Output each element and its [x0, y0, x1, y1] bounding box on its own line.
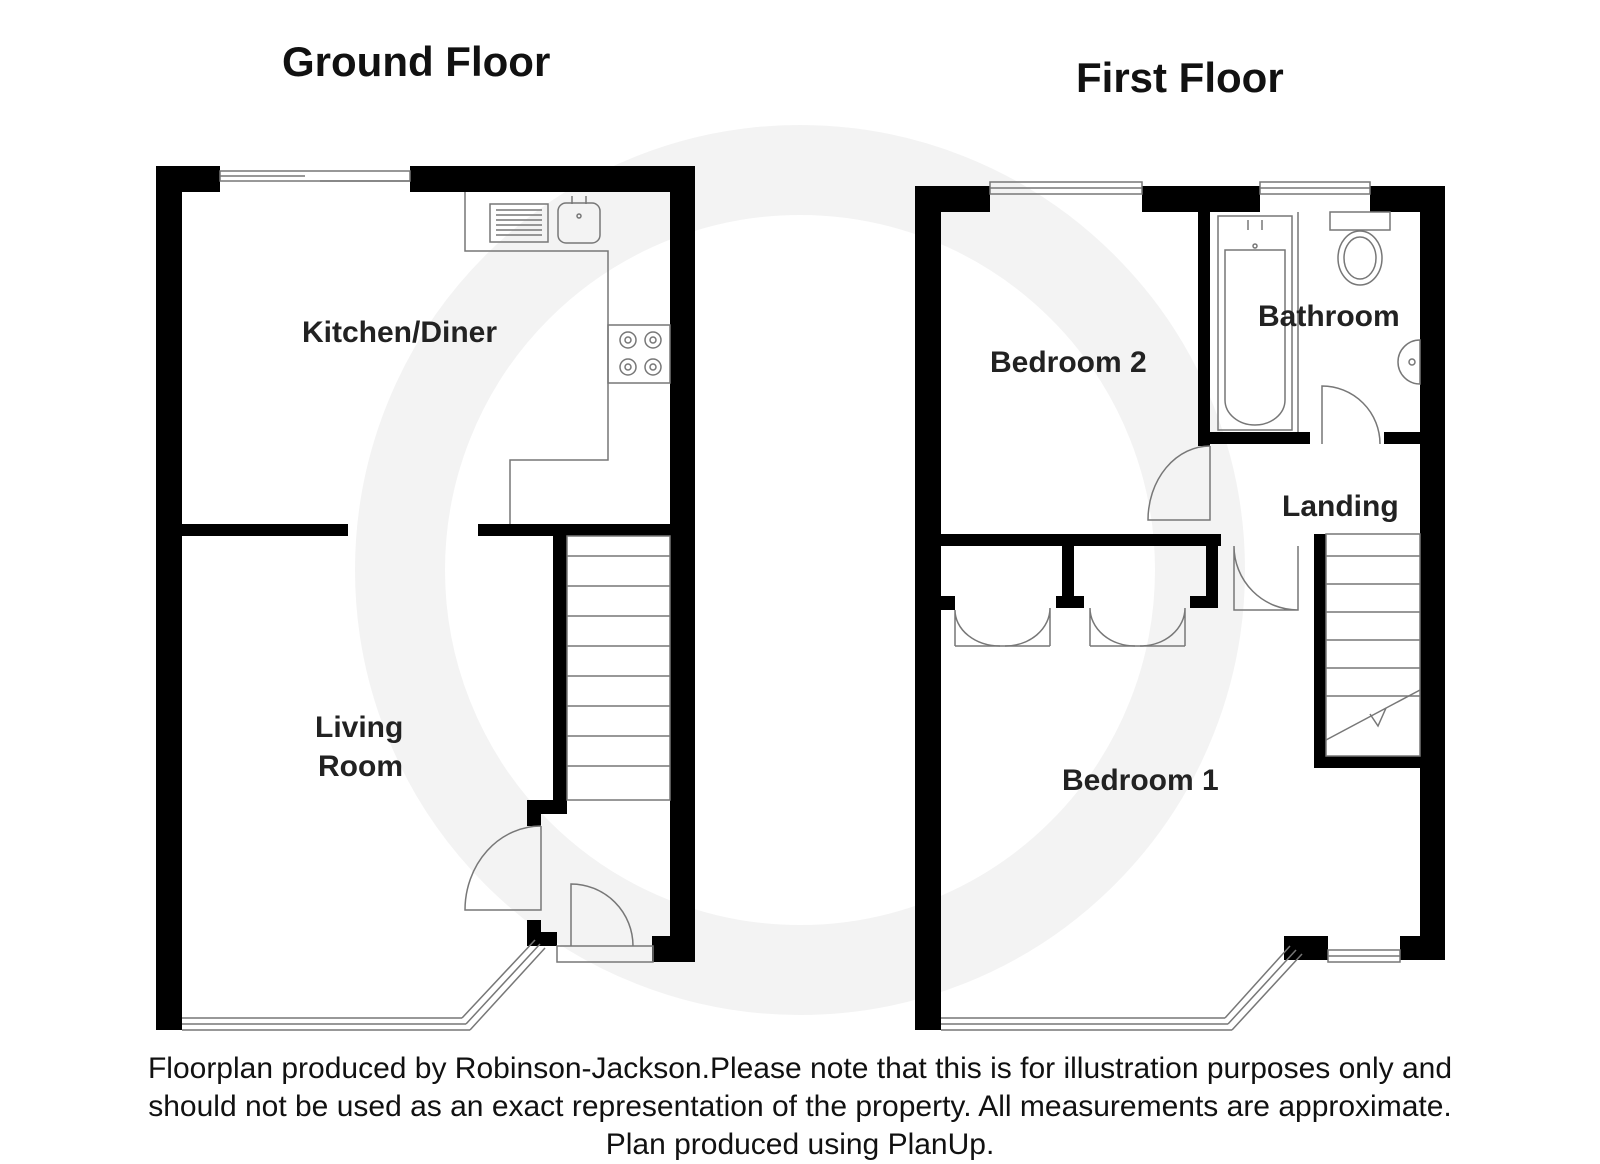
first-floor-fixtures	[941, 181, 1421, 1031]
front-door-step	[556, 945, 654, 963]
floorplan-drawing: Kitchen/Diner Living Room	[156, 125, 1445, 1031]
room-label-bathroom: Bathroom	[1258, 300, 1400, 333]
bath-icon	[1217, 215, 1293, 431]
watermark-logo	[355, 125, 1245, 1015]
bedroom1-bay-window-icon	[941, 945, 1303, 1031]
ground-floor-plan: Kitchen/Diner Living Room	[156, 166, 695, 1031]
first-floor-title: First Floor	[1076, 54, 1284, 101]
basin-icon	[1397, 339, 1421, 385]
disclaimer-line-1: Floorplan produced by Robinson-Jackson.P…	[147, 1052, 1453, 1085]
room-label-kitchen-diner: Kitchen/Diner	[302, 316, 497, 349]
first-floor-plan: Bedroom 2 Bathroom Landing Bedroom 1	[915, 181, 1445, 1031]
toilet-icon	[1329, 211, 1391, 286]
ground-floor-title: Ground Floor	[282, 38, 551, 85]
ground-floor-walls	[156, 166, 695, 1030]
room-label-living-line1: Living	[315, 711, 403, 744]
room-label-bedroom-2: Bedroom 2	[990, 346, 1147, 379]
hall-door-swing-icon	[464, 825, 542, 911]
hob-icon	[607, 324, 671, 384]
sink-drainer-icon	[489, 196, 601, 244]
disclaimer-line-3: Plan produced using PlanUp.	[605, 1128, 995, 1161]
landing-stairs-icon	[1325, 533, 1421, 757]
bathroom-door-icon	[1321, 385, 1381, 445]
room-label-living-line2: Room	[318, 750, 403, 783]
room-label-bedroom-1: Bedroom 1	[1062, 764, 1219, 797]
bedroom2-door-icon	[1147, 445, 1211, 521]
disclaimer-line-2: should not be used as an exact represent…	[148, 1090, 1452, 1123]
front-door-icon	[570, 883, 634, 947]
room-label-landing: Landing	[1282, 490, 1399, 523]
first-floor-walls	[915, 186, 1445, 1030]
wardrobe-doors-icon	[954, 607, 1186, 647]
disclaimer-text: Floorplan produced by Robinson-Jackson.P…	[0, 1050, 1600, 1164]
bedroom1-door-icon	[1233, 545, 1299, 611]
bay-window-icon	[182, 939, 546, 1031]
ground-stairs-icon	[566, 535, 671, 801]
ground-floor-fixtures	[182, 170, 671, 1031]
